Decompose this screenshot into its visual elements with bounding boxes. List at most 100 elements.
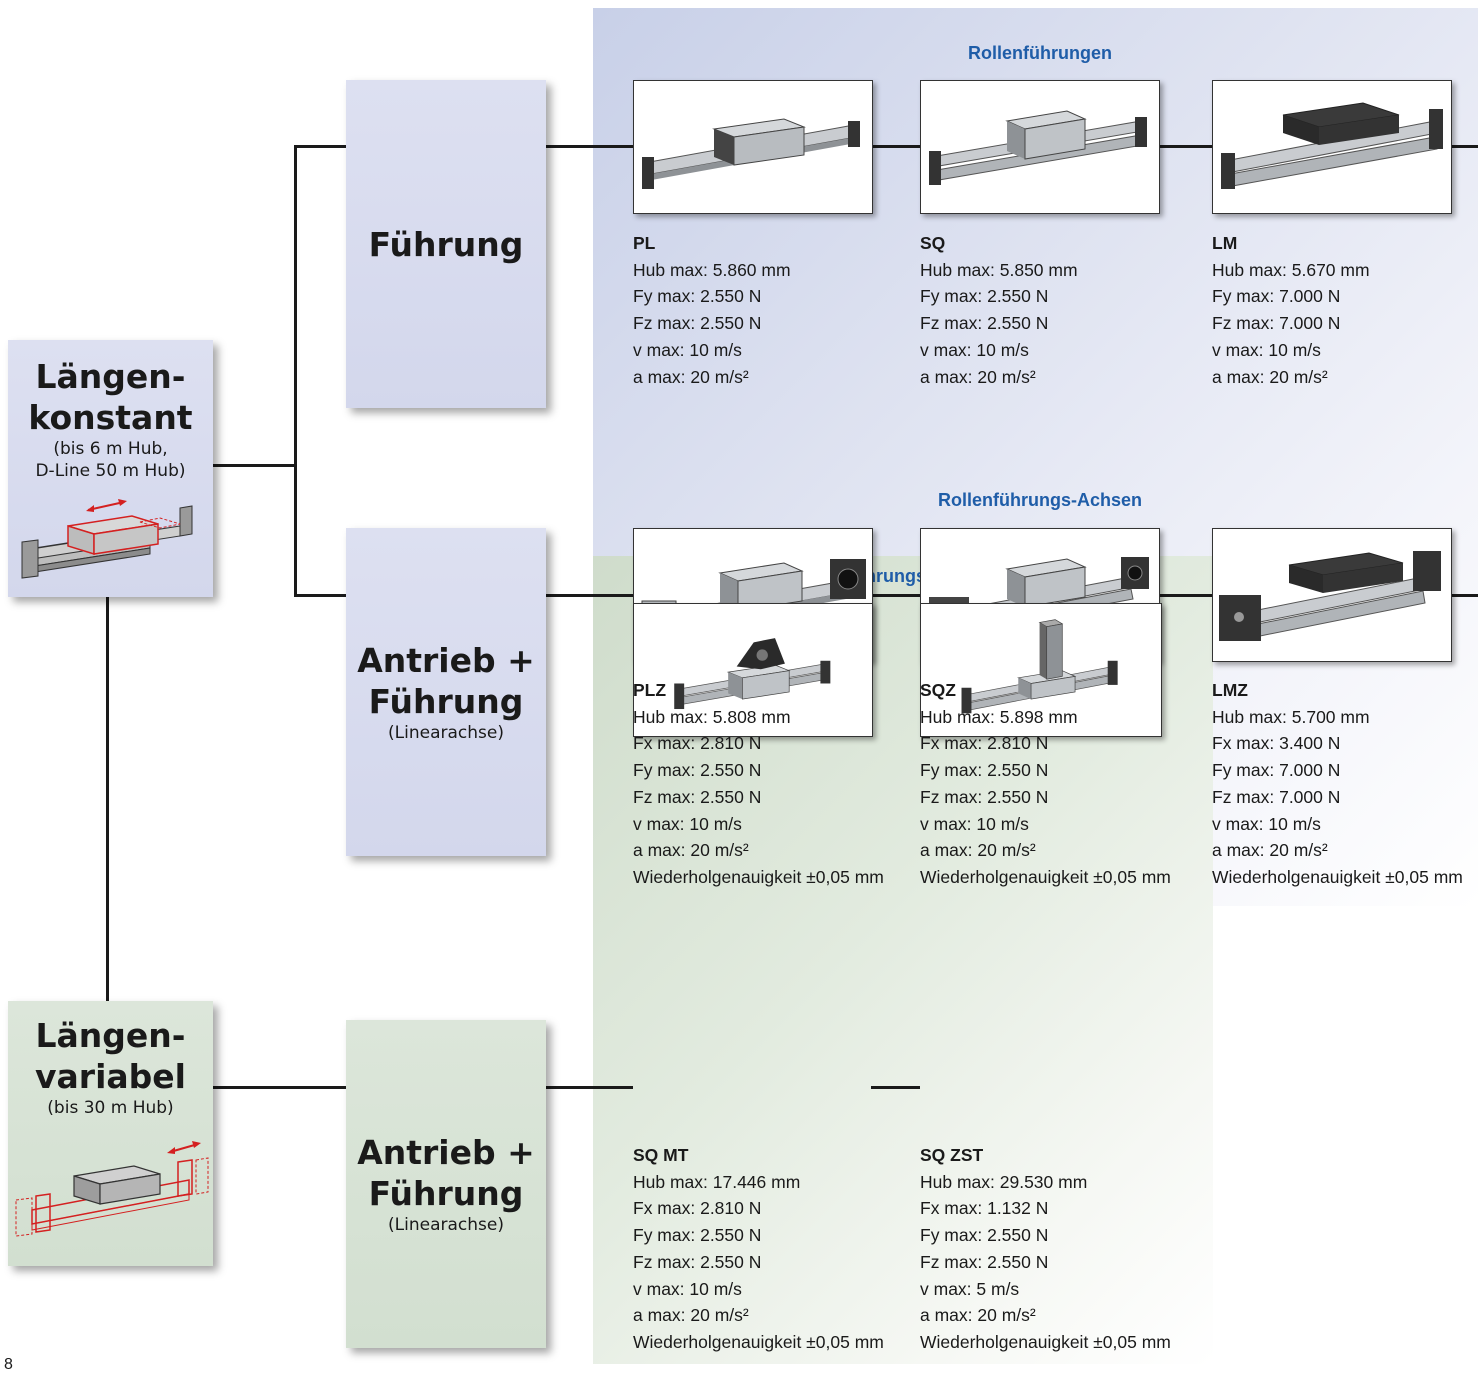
spec-line: Fz max: 7.000 N: [1212, 786, 1341, 807]
spec-line: Fz max: 2.550 N: [633, 1251, 762, 1272]
spec-line: Fx max: 2.810 N: [633, 1198, 762, 1219]
connector: [546, 145, 633, 148]
spec-line: Fz max: 2.550 N: [920, 786, 1049, 807]
spec-line: Hub max: 5.850 mm: [920, 259, 1078, 280]
type-guide: Führung: [346, 80, 546, 408]
product-spec-pl: PL Hub max: 5.860 mm Fy max: 2.550 N Fz …: [633, 230, 791, 390]
spec-line: Fy max: 2.550 N: [633, 760, 762, 781]
spec-line: Hub max: 5.898 mm: [920, 706, 1078, 727]
connector: [546, 594, 633, 597]
product-photo-sq: [920, 80, 1160, 214]
connector: [294, 145, 346, 148]
spec-line: Hub max: 5.860 mm: [633, 259, 791, 280]
type-subtitle: (Linearachse): [388, 723, 504, 743]
product-photo-sqzst: [920, 603, 1162, 737]
product-spec-sqz: SQZ Hub max: 5.898 mm Fx max: 2.810 N Fy…: [920, 677, 1171, 891]
category-subtitle-line1: (bis 30 m Hub): [47, 1098, 174, 1118]
spec-line: Wiederholgenauigkeit ±0,05 mm: [920, 866, 1171, 887]
category-subtitle-line2: D-Line 50 m Hub): [35, 461, 186, 481]
connector: [1160, 145, 1212, 148]
product-name: PL: [633, 233, 656, 253]
spec-line: Fz max: 2.550 N: [633, 786, 762, 807]
spec-line: Fz max: 2.550 N: [920, 313, 1049, 334]
spec-line: v max: 10 m/s: [920, 813, 1029, 834]
spec-line: v max: 10 m/s: [1212, 813, 1321, 834]
product-name: LM: [1212, 233, 1238, 253]
connector: [106, 597, 109, 1002]
spec-line: a max: 20 m/s²: [633, 366, 749, 387]
connector: [871, 1086, 920, 1089]
connector: [294, 145, 297, 597]
product-name: PLZ: [633, 680, 667, 700]
spec-line: Wiederholgenauigkeit ±0,05 mm: [1212, 866, 1463, 887]
spec-line: v max: 5 m/s: [920, 1278, 1020, 1299]
type-drive-guide-top: Antrieb + Führung (Linearachse): [346, 528, 546, 856]
product-spec-sqzst: SQ ZST Hub max: 29.530 mm Fx max: 1.132 …: [920, 1142, 1171, 1356]
product-name: SQZ: [920, 680, 956, 700]
connector: [213, 1086, 346, 1089]
spec-line: v max: 10 m/s: [633, 813, 742, 834]
spec-line: a max: 20 m/s²: [633, 840, 749, 861]
section-title-roller-guides: Rollenführungen: [968, 43, 1112, 63]
product-name: SQ: [920, 233, 946, 253]
product-name: LMZ: [1212, 680, 1248, 700]
product-spec-lmz: LMZ Hub max: 5.700 mm Fx max: 3.400 N Fy…: [1212, 677, 1463, 891]
spec-line: v max: 10 m/s: [633, 339, 742, 360]
connector: [1452, 145, 1478, 148]
connector: [294, 594, 346, 597]
spec-line: Hub max: 5.808 mm: [633, 706, 791, 727]
spec-line: Fx max: 3.400 N: [1212, 733, 1341, 754]
spec-line: a max: 20 m/s²: [1212, 366, 1328, 387]
type-title-line1: Antrieb +: [357, 1133, 535, 1172]
spec-line: a max: 20 m/s²: [633, 1305, 749, 1326]
spec-line: Hub max: 5.670 mm: [1212, 259, 1370, 280]
spec-line: a max: 20 m/s²: [1212, 840, 1328, 861]
connector: [871, 594, 920, 597]
product-name: SQ ZST: [920, 1145, 984, 1165]
spec-line: Fx max: 2.810 N: [920, 733, 1049, 754]
connector: [546, 1086, 633, 1089]
spec-line: a max: 20 m/s²: [920, 366, 1036, 387]
spec-line: Fy max: 7.000 N: [1212, 760, 1341, 781]
type-title-line1: Antrieb +: [357, 641, 535, 680]
category-title-line2: konstant: [28, 398, 193, 437]
product-name: SQ MT: [633, 1145, 689, 1165]
spec-line: Fz max: 2.550 N: [920, 1251, 1049, 1272]
product-spec-plz: PLZ Hub max: 5.808 mm Fx max: 2.810 N Fy…: [633, 677, 884, 891]
product-spec-lm: LM Hub max: 5.670 mm Fy max: 7.000 N Fz …: [1212, 230, 1370, 390]
spec-line: v max: 10 m/s: [1212, 339, 1321, 360]
connector: [1160, 594, 1212, 597]
connector: [1452, 594, 1478, 597]
category-title-line1: Längen-: [35, 1016, 186, 1055]
length-variable-axis-icon: [15, 1141, 209, 1237]
connector: [213, 464, 296, 467]
type-title-line2: Führung: [368, 1174, 524, 1213]
product-photo-lm: [1212, 80, 1452, 214]
spec-line: a max: 20 m/s²: [920, 840, 1036, 861]
spec-line: v max: 10 m/s: [633, 1278, 742, 1299]
category-length-constant: Längen- konstant (bis 6 m Hub, D-Line 50…: [8, 340, 213, 597]
spec-line: Fy max: 2.550 N: [633, 286, 762, 307]
spec-line: v max: 10 m/s: [920, 339, 1029, 360]
product-photo-sqmt: [633, 603, 873, 737]
spec-line: Fy max: 7.000 N: [1212, 286, 1341, 307]
spec-line: Fx max: 2.810 N: [633, 733, 762, 754]
spec-line: a max: 20 m/s²: [920, 1305, 1036, 1326]
category-subtitle-line1: (bis 6 m Hub,: [53, 439, 168, 459]
spec-line: Wiederholgenauigkeit ±0,05 mm: [920, 1331, 1171, 1352]
spec-line: Wiederholgenauigkeit ±0,05 mm: [633, 1331, 884, 1352]
product-spec-sqmt: SQ MT Hub max: 17.446 mm Fx max: 2.810 N…: [633, 1142, 884, 1356]
product-spec-sq: SQ Hub max: 5.850 mm Fy max: 2.550 N Fz …: [920, 230, 1078, 390]
connector: [871, 145, 920, 148]
type-subtitle: (Linearachse): [388, 1215, 504, 1235]
category-title-line2: variabel: [35, 1057, 186, 1096]
spec-line: Fy max: 2.550 N: [633, 1225, 762, 1246]
spec-line: Fy max: 2.550 N: [920, 1225, 1049, 1246]
spec-line: Hub max: 29.530 mm: [920, 1171, 1088, 1192]
spec-line: Fy max: 2.550 N: [920, 286, 1049, 307]
spec-line: Fy max: 2.550 N: [920, 760, 1049, 781]
page-number: 8: [4, 1356, 13, 1373]
spec-line: Fz max: 7.000 N: [1212, 313, 1341, 334]
type-drive-guide-bottom: Antrieb + Führung (Linearachse): [346, 1020, 546, 1348]
spec-line: Hub max: 17.446 mm: [633, 1171, 801, 1192]
